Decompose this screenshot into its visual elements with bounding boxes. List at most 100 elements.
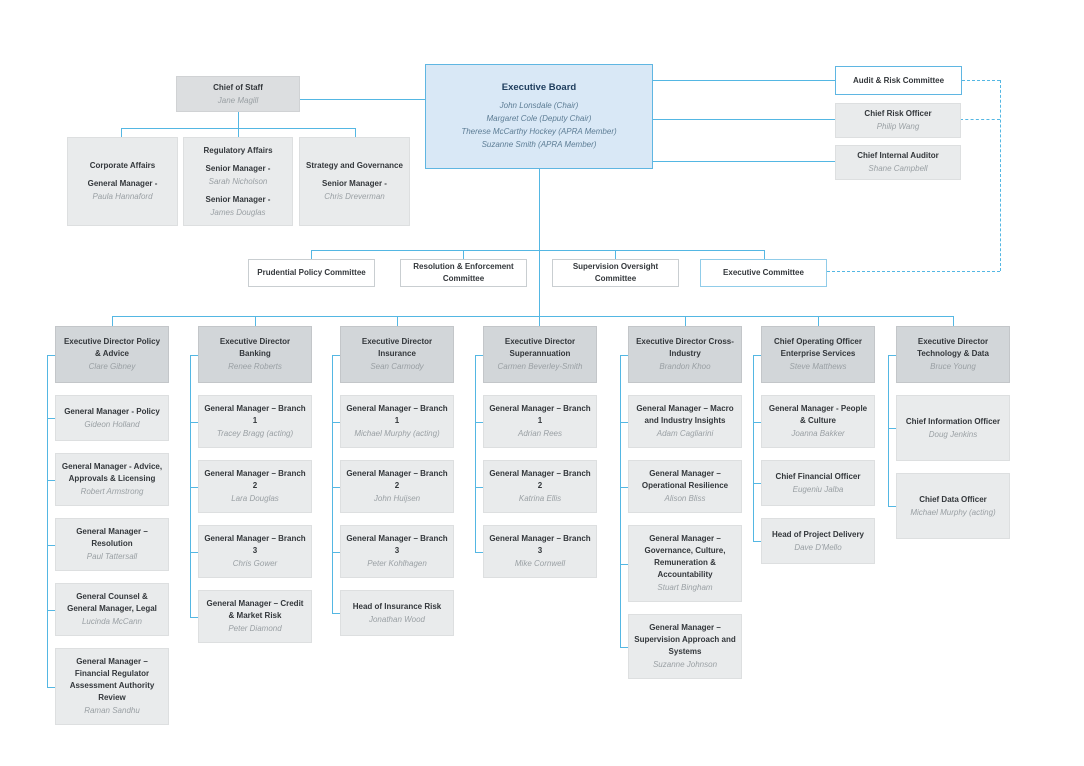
box-name: Adam Cagliarini (656, 429, 714, 438)
box-name: Doug Jenkins (928, 429, 978, 439)
box-title: General Manager – Supervision Approach a… (634, 623, 736, 656)
connector-line (332, 354, 340, 356)
connector-line (47, 686, 55, 688)
connector-line (47, 609, 55, 611)
connector-line (190, 354, 198, 356)
box-title: Chief Data Officer (919, 494, 987, 504)
box-title: General Manager – Branch 3 (204, 534, 306, 555)
box-title: General Manager – Branch 1 (346, 404, 448, 425)
box-title: General Manager - Advice, Approvals & Li… (61, 462, 163, 483)
connector-line (311, 250, 764, 251)
connector-line (953, 316, 954, 326)
connector-line (753, 483, 761, 484)
box-title: General Manager – Branch 1 (489, 404, 591, 425)
box-name: Sean Carmody (370, 362, 424, 371)
connector-line (190, 354, 191, 617)
connector-line (475, 421, 483, 423)
connector-line (764, 250, 765, 259)
box-name: Katrina Ellis (518, 494, 562, 503)
connector-line (539, 316, 540, 326)
report-box: General Manager - Advice, Approvals & Li… (55, 453, 169, 506)
box-title: General Manager – Branch 2 (346, 469, 448, 490)
connector-line (620, 354, 628, 356)
box-title: General Manager – Credit & Market Risk (206, 599, 304, 620)
connector-line (1000, 80, 1001, 271)
box-name: Sarah Nicholson (208, 176, 268, 186)
box-title: General Manager – Branch 3 (346, 534, 448, 555)
oversight-box: Audit & Risk Committee (835, 66, 962, 95)
division-column: Chief Operating Officer Enterprise Servi… (761, 326, 875, 564)
executive-board-members: John Lonsdale (Chair)Margaret Cole (Depu… (461, 99, 616, 151)
box-name: Steve Matthews (789, 362, 847, 371)
staff-unit-segment: Senior Manager -Chris Dreverman (322, 178, 387, 203)
connector-line (300, 99, 425, 100)
board-member: Therese McCarthy Hockey (APRA Member) (461, 127, 617, 136)
connector-line (255, 316, 256, 326)
staff-unit-segment: Senior Manager -James Douglas (206, 194, 271, 219)
committee-box: Executive Committee (700, 259, 827, 287)
executive-board-box: Executive Board John Lonsdale (Chair)Mar… (425, 64, 653, 169)
box-name: Paul Tattersall (86, 552, 138, 561)
box-name: Lucinda McCann (81, 617, 143, 626)
box-title: Corporate Affairs (89, 161, 156, 170)
staff-unit-segment: Corporate Affairs (90, 160, 156, 172)
box-title: General Manager – Operational Resilience (641, 469, 729, 490)
connector-line (962, 80, 1000, 81)
box-title: Chief Information Officer (905, 416, 1001, 426)
box-title: Regulatory Affairs (203, 145, 273, 155)
box-name: James Douglas (210, 207, 266, 217)
box-title: General Manager – Financial Regulator As… (69, 657, 155, 702)
box-title: Executive Director Technology & Data (917, 337, 989, 358)
box-name: Peter Kohlhagen (367, 559, 427, 568)
connector-line (620, 563, 628, 565)
connector-line (620, 646, 628, 648)
box-title: General Manager – Branch 3 (489, 534, 591, 555)
executive-board-title: Executive Board (501, 82, 577, 93)
box-name: Philip Wang (876, 122, 920, 131)
connector-line (463, 250, 464, 259)
connector-line (888, 354, 896, 356)
staff-unit-segment: Regulatory Affairs (203, 145, 272, 157)
connector-line (475, 354, 483, 356)
division-head-box: Chief Operating Officer Enterprise Servi… (761, 326, 875, 383)
box-title: General Manager - People & Culture (768, 404, 868, 425)
box-title: Senior Manager - (322, 179, 387, 188)
connector-line (620, 421, 628, 423)
connector-line (888, 428, 896, 429)
connector-line (753, 421, 761, 423)
staff-unit-segment: General Manager -Paula Hannaford (88, 178, 158, 203)
box-title: General Manager – Branch 2 (204, 469, 306, 490)
report-box: General Manager – Operational Resilience… (628, 460, 742, 513)
connector-line (475, 354, 476, 552)
connector-line (539, 169, 540, 316)
committee-box: Resolution & Enforcement Committee (400, 259, 527, 287)
connector-line (355, 128, 356, 137)
staff-unit-segment: Senior Manager -Sarah Nicholson (206, 163, 271, 188)
connector-line (753, 354, 761, 356)
box-name: Dave D'Mello (794, 542, 842, 552)
connector-line (47, 544, 55, 546)
box-title: Executive Director Banking (219, 337, 291, 358)
chief-of-staff-name: Jane Magill (217, 95, 259, 105)
